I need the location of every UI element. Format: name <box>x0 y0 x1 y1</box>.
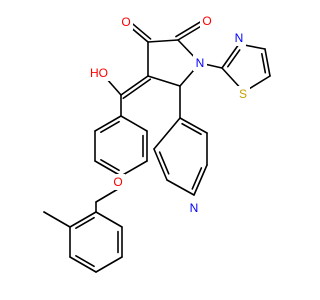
molecule-structure: HO O O N N S N O <box>43 13 271 273</box>
svg-text:HO: HO <box>90 66 108 80</box>
carbonyl-bond <box>175 20 202 38</box>
atom-hydroxyl-o: HO <box>90 65 110 81</box>
methyl-bond <box>43 211 71 228</box>
benzene-bond <box>94 115 122 132</box>
benzene-bond <box>120 160 148 177</box>
atom-ether-o: O <box>111 174 125 190</box>
ether-bond <box>95 188 119 203</box>
svg-text:O: O <box>113 175 122 189</box>
carbonyl-bond <box>130 22 152 40</box>
tolyl-bond <box>69 256 97 273</box>
atom-thiazole-s: S <box>236 86 250 102</box>
exocyclic-double-bond <box>122 78 152 100</box>
pyridine-inner <box>181 122 202 136</box>
pyridine-bond <box>166 179 195 196</box>
ring-bond <box>147 39 179 43</box>
benzene-inner <box>100 158 120 172</box>
svg-text:O: O <box>202 14 211 28</box>
atom-labels: HO O O N N S N O <box>90 13 250 216</box>
tolyl-bond <box>95 211 123 228</box>
svg-text:S: S <box>239 87 247 101</box>
svg-text:N: N <box>190 201 199 215</box>
ring-bond <box>147 75 181 87</box>
benzene-bond <box>94 160 122 177</box>
atom-pyridine-n: N <box>187 200 201 216</box>
exocyclic-double-bond <box>120 75 149 96</box>
tolyl-inner <box>75 254 95 268</box>
thiazole-bond <box>221 43 240 69</box>
thiazole-inner <box>227 49 241 68</box>
atom-lactam-n: N <box>193 55 207 71</box>
pyridine-bond <box>193 164 208 196</box>
svg-text:N: N <box>235 31 244 45</box>
tolyl-bond <box>95 256 123 273</box>
carbonyl-bond <box>177 24 204 41</box>
atom-ketone-o: O <box>119 14 133 30</box>
benzene-bond <box>120 115 148 132</box>
svg-text:N: N <box>196 56 205 70</box>
pyridine-bond <box>179 117 208 134</box>
thiazole-inner <box>261 52 267 74</box>
tolyl-bond <box>69 211 97 228</box>
svg-text:O: O <box>121 15 130 29</box>
bond-lines <box>43 20 271 273</box>
thiazole-bond <box>264 48 271 77</box>
pyridine-bond <box>153 117 181 150</box>
benzene-inner <box>100 120 120 134</box>
pyridine-bond <box>153 148 168 181</box>
atom-amide-o: O <box>200 13 214 29</box>
pyridine-inner <box>191 167 203 190</box>
pyridine-inner <box>158 151 170 175</box>
atom-thiazole-n: N <box>232 30 246 46</box>
tolyl-inner <box>75 216 95 230</box>
